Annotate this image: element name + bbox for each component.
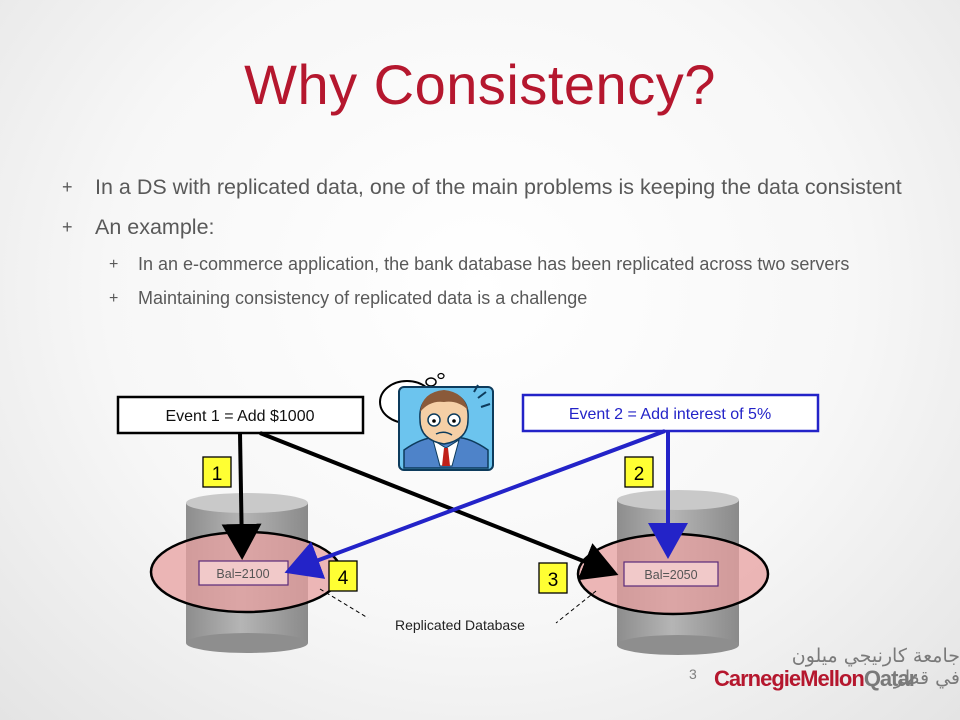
bullet-text: In a DS with replicated data, one of the…: [95, 175, 902, 199]
bullet-marker: +: [109, 290, 119, 307]
page-number: 3: [689, 666, 697, 682]
bullet-marker: +: [62, 217, 73, 237]
sub-bullet-item: + Maintaining consistency of replicated …: [55, 286, 915, 311]
step-label: 3: [548, 570, 559, 591]
step-badge-4: 4: [328, 560, 358, 592]
confused-man-icon: [398, 384, 494, 471]
step-label: 1: [212, 464, 223, 485]
replicated-database-caption: Replicated Database: [395, 617, 525, 633]
step-badge-2: 2: [624, 456, 654, 488]
balance-right: Bal=2050: [644, 568, 697, 582]
step-badge-3: 3: [538, 562, 568, 594]
bullet-text: An example:: [95, 215, 215, 239]
arrow-event1-to-left-db: [221, 432, 262, 560]
logo-arabic-text: جامعة كارنيجي ميلون في قطر: [791, 645, 960, 689]
database-left: Bal=2100: [149, 493, 343, 653]
cmu-qatar-logo: CarnegieMellonQatar: [714, 666, 917, 692]
logo-brand: CarnegieMellon: [714, 666, 865, 691]
event-1-box: Event 1 = Add $1000: [116, 395, 365, 435]
arrow-event1-to-right-db: [259, 431, 619, 581]
bullet-item: + In a DS with replicated data, one of t…: [55, 172, 915, 202]
bullet-marker: +: [62, 177, 73, 197]
database-right: Bal=2050: [576, 490, 770, 655]
slide-title: Why Consistency?: [244, 53, 716, 116]
logo-suffix: Qatar: [863, 666, 917, 691]
arrow-event2-to-left-db: [284, 429, 666, 579]
step-label: 4: [338, 568, 349, 589]
bullet-item: + An example:: [55, 212, 915, 242]
event-1-label: Event 1 = Add $1000: [165, 408, 314, 425]
step-label: 2: [634, 464, 645, 485]
event-2-label: Event 2 = Add interest of 5%: [569, 406, 771, 423]
sub-bullet-text: Maintaining consistency of replicated da…: [138, 288, 588, 308]
sub-bullet-item: + In an e-commerce application, the bank…: [55, 252, 915, 277]
bullet-list: + In a DS with replicated data, one of t…: [55, 172, 915, 320]
balance-left: Bal=2100: [216, 567, 269, 581]
step-badge-1: 1: [202, 456, 232, 488]
sub-bullet-text: In an e-commerce application, the bank d…: [138, 254, 850, 274]
event-2-box: Event 2 = Add interest of 5%: [521, 393, 820, 433]
caption-leader-left: [319, 588, 369, 619]
caption-leader-right: [555, 590, 597, 624]
bullet-marker: +: [109, 256, 119, 273]
